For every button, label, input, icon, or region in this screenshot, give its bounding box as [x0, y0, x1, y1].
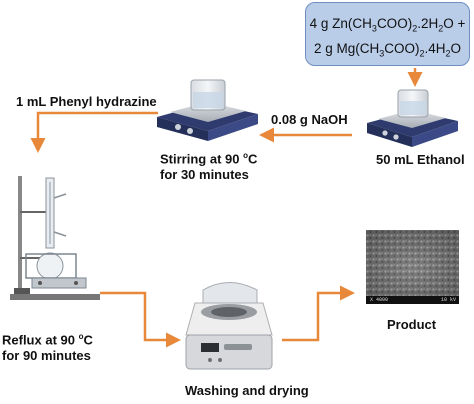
zinc-mass: 4 g	[309, 16, 329, 31]
reflux-label: Reflux at 90 oC for 90 minutes	[2, 332, 93, 364]
product-micrograph	[366, 230, 459, 304]
arrow-reflux-to-washing	[100, 291, 181, 348]
arrow-phenyl-to-reflux	[30, 111, 158, 153]
ethanol-hotplate-icon	[367, 89, 458, 147]
product-label: Product	[387, 317, 437, 332]
reflux-apparatus-icon	[10, 176, 100, 300]
arrow-washing-to-product	[282, 285, 355, 342]
stirring-label: Stirring at 90 oC for 30 minutes	[160, 151, 258, 183]
centrifuge-icon	[185, 282, 273, 370]
washing-label: Washing and drying	[185, 383, 309, 398]
zinc-acetate-line: 4 g Zn(CH3COO)2.2H2O +	[309, 16, 466, 34]
micrograph-scale-bar: X 4000 10 kV	[370, 297, 456, 303]
mg-mass: 2 g	[313, 40, 333, 56]
phenyl-hydrazine-label: 1 mL Phenyl hydrazine	[16, 94, 157, 109]
reagent-box: 4 g Zn(CH3COO)2.2H2O + 2 g Mg(CH3COO)2.4…	[305, 2, 470, 66]
ethanol-label: 50 mL Ethanol	[376, 152, 465, 167]
magnesium-acetate-line: 2 g Mg(CH3COO)2.4H2O	[313, 40, 462, 59]
stirring-hotplate-icon	[157, 79, 258, 141]
naoh-label: 0.08 g NaOH	[271, 112, 348, 127]
